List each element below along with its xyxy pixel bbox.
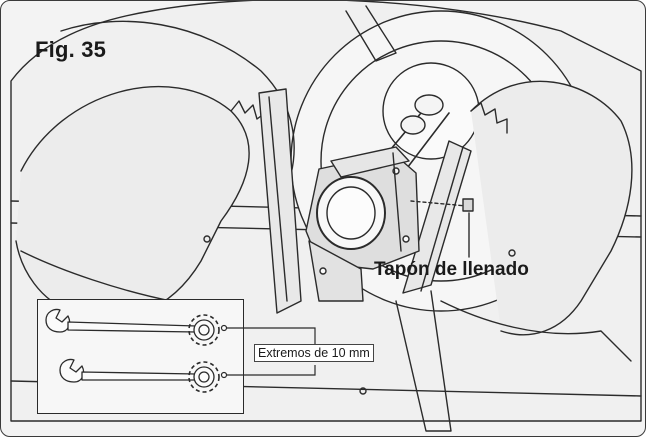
frame-hole-2 [508, 249, 516, 257]
wrench-1-ring-hole [198, 324, 210, 336]
auger-blade-right-lower [440, 300, 632, 362]
shaft-collar-2 [400, 115, 426, 135]
wrench-1-handle [67, 321, 197, 333]
fill-plug [462, 198, 474, 212]
frame-hole-1 [203, 235, 211, 243]
wrench-2-open-end [59, 358, 85, 383]
gearbox-seam [392, 152, 402, 252]
wrench-1-highlight-circle [188, 314, 220, 346]
gearbox-upper-flange [330, 146, 410, 178]
support-plate-right-lower [395, 290, 452, 432]
frame-hole-3 [359, 387, 367, 395]
support-plate-left-inner [268, 96, 288, 302]
wrench-inset [37, 299, 244, 414]
auger-blade-left-top [60, 20, 295, 202]
gearbox-bolt-2 [402, 235, 410, 243]
gearbox-front-cap-inner [326, 186, 376, 240]
shaft-collar [414, 94, 444, 116]
wrench-2-highlight-circle [188, 361, 220, 393]
gearbox-bolt-3 [319, 267, 327, 275]
top-shaft-bracket [345, 5, 397, 62]
wrench-inset-drawing [45, 308, 220, 393]
wrench-2-handle [81, 371, 197, 381]
fill-plug-leader [410, 200, 468, 207]
auger-blade-right [470, 80, 633, 336]
support-plate-right-inner [420, 146, 464, 292]
wrench-2-ring-hole [198, 371, 210, 383]
auger-blade-right-serration [470, 102, 508, 134]
gearbox-lower-housing [308, 240, 364, 302]
support-plate-left [258, 88, 302, 314]
inset-callout-label: Extremos de 10 mm [254, 344, 374, 362]
wrench-1-open-end [45, 308, 71, 333]
figure-label: Fig. 35 [35, 37, 107, 62]
fill-plug-callout-label: Tapón de llenado [374, 259, 529, 280]
